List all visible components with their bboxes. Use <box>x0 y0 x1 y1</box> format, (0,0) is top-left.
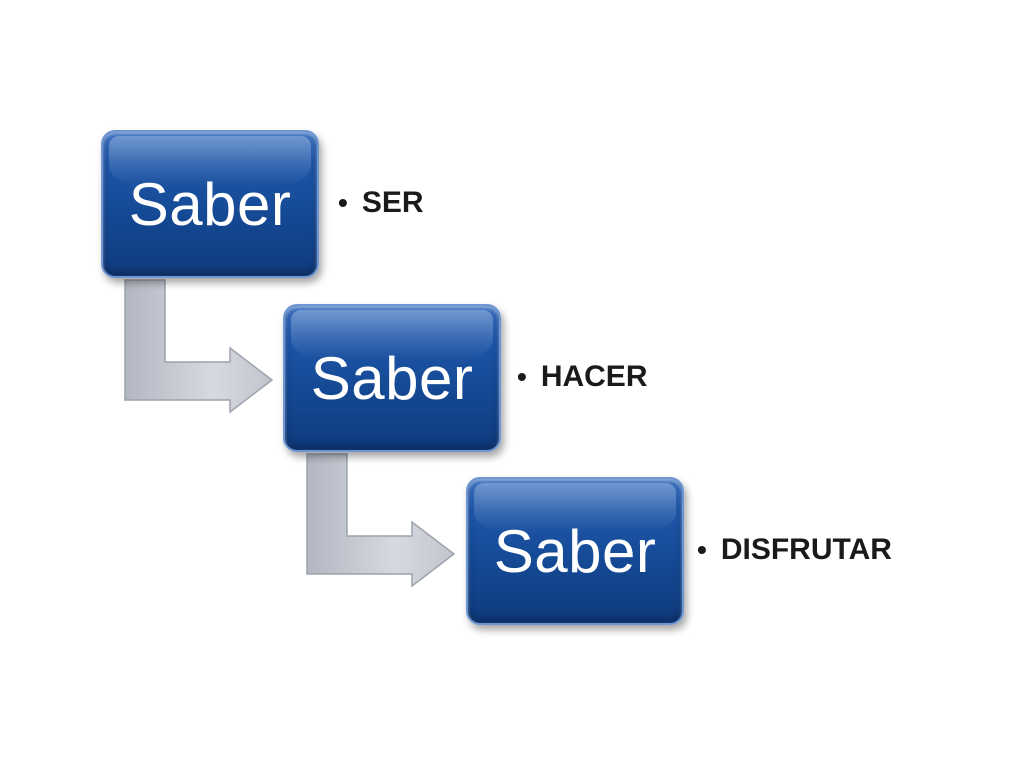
bullet-dot-icon: • <box>517 361 527 392</box>
step-box-2: Saber <box>283 304 501 452</box>
step-box-3-label: Saber <box>493 517 657 585</box>
step-bullet-1-text: SER <box>361 186 424 219</box>
step-bullet-1: • SER <box>338 186 424 220</box>
step-box-2-label: Saber <box>310 344 474 412</box>
step-box-1-label: Saber <box>128 170 292 238</box>
step-bullet-2: • HACER <box>517 360 647 394</box>
step-bullet-3-text: DISFRUTAR <box>720 533 892 566</box>
step-box-1: Saber <box>101 130 319 278</box>
bent-arrow-2-to-3 <box>306 453 456 588</box>
step-box-3: Saber <box>466 477 684 625</box>
bent-arrow-1-to-2 <box>124 279 274 414</box>
bullet-dot-icon: • <box>697 534 707 565</box>
step-bullet-3: • DISFRUTAR <box>697 533 892 567</box>
step-bullet-2-text: HACER <box>540 360 648 393</box>
bullet-dot-icon: • <box>338 187 348 218</box>
